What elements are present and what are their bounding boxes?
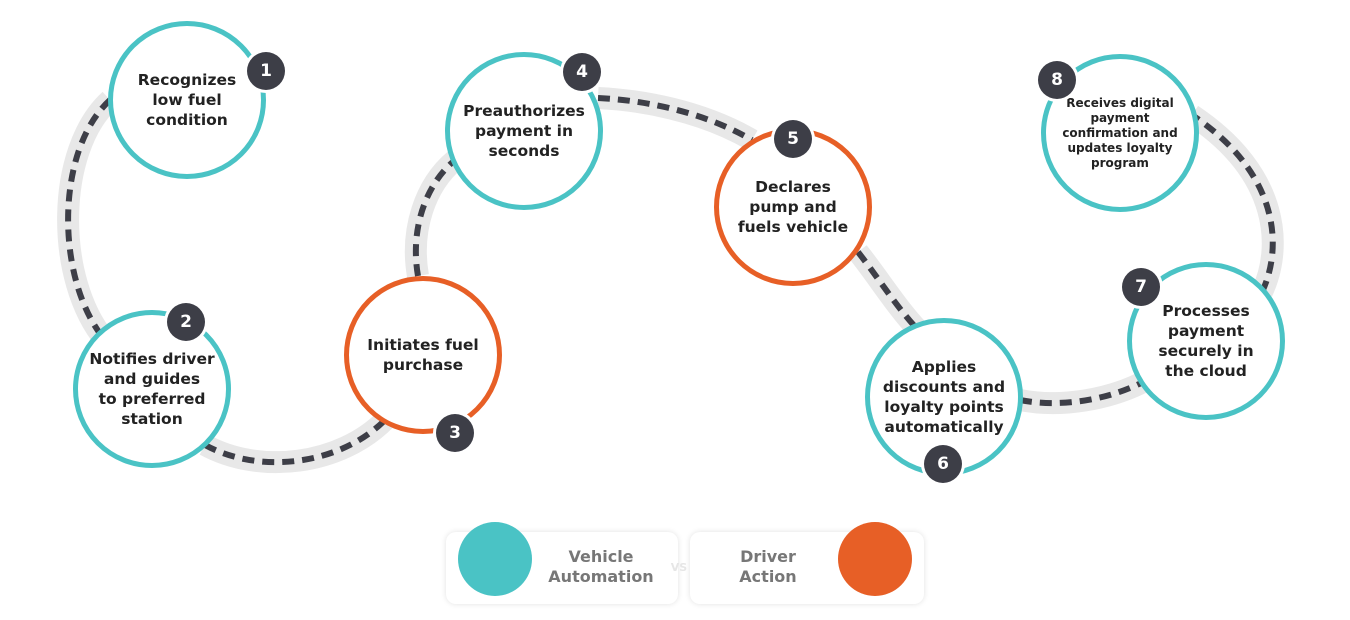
step-1-label-line: low fuel (152, 91, 222, 109)
legend-driver-label: Driver Action (716, 547, 820, 587)
step-2-label-line: station (121, 410, 183, 428)
step-6-label-line: loyalty points (884, 398, 1004, 416)
step-4-badge: 4 (563, 53, 601, 91)
step-7-label-line: Processes (1162, 302, 1250, 320)
step-6-label: Applies discounts and loyalty points automa… (875, 357, 1013, 437)
road-segment-1 (57, 91, 118, 348)
legend-vehicle-line-2: Automation (548, 567, 654, 586)
step-2-label: Notifies driver and guides to preferred sta… (81, 349, 222, 429)
step-2-badge: 2 (167, 303, 205, 341)
step-5-label: Declares pump and fuels vehicle (730, 177, 856, 237)
step-6-label-line: discounts and (882, 378, 1006, 396)
step-7-badge: 7 (1122, 268, 1160, 306)
step-1-label: Recognizes low fuel condition (130, 70, 245, 130)
step-8-label-line: Receives digital (1066, 95, 1174, 110)
legend-vehicle-swatch (458, 522, 532, 596)
legend-vehicle-label: Vehicle Automation (545, 547, 657, 587)
road-dash-2 (203, 417, 388, 466)
legend-driver-line-2: Action (739, 567, 797, 586)
step-5-label-line: Declares (755, 178, 831, 196)
road-dash-4 (597, 95, 754, 143)
step-3-circle: Initiates fuel purchase (344, 276, 502, 434)
step-2-label-line: to preferred (98, 390, 206, 408)
road-dash-5 (855, 250, 921, 333)
step-4-label-line: Preauthorizes (463, 102, 585, 120)
step-8-label-line: confirmation and (1062, 125, 1178, 140)
road-segment-4 (597, 87, 758, 150)
legend-separator: VS (670, 561, 688, 574)
road-dash-3 (412, 157, 457, 277)
step-8-label-line: program (1091, 155, 1149, 170)
step-1-label-line: condition (146, 111, 228, 129)
legend-driver-swatch (838, 522, 912, 596)
step-3-label-line: Initiates fuel (367, 336, 479, 354)
step-8-label-line: updates loyalty (1067, 140, 1173, 155)
road-dash-7 (1190, 112, 1276, 294)
step-2-label-line: Notifies driver (89, 350, 215, 368)
step-7-label-line: the cloud (1165, 362, 1247, 380)
step-7-label: Processes payment securely in the cloud (1150, 301, 1261, 381)
step-6-label-line: Applies (911, 358, 977, 376)
step-1-circle: Recognizes low fuel condition (108, 21, 266, 179)
step-8-badge: 8 (1038, 61, 1076, 99)
step-5-badge: 5 (774, 120, 812, 158)
step-5-label-line: pump and (749, 198, 837, 216)
step-6-label-line: automatically (884, 418, 1004, 436)
step-1-label-line: Recognizes (137, 71, 237, 89)
step-7-label-line: securely in (1158, 342, 1254, 360)
step-1-badge: 1 (247, 52, 285, 90)
legend-vehicle-line-1: Vehicle (568, 547, 634, 566)
legend-driver-line-1: Driver (740, 547, 796, 566)
road-dash-6 (1019, 377, 1149, 407)
step-7-label-line: payment (1167, 322, 1245, 340)
step-2-label-line: and guides (103, 370, 201, 388)
step-3-label: Initiates fuel purchase (359, 335, 486, 375)
step-3-badge: 3 (436, 414, 474, 452)
step-2-circle: Notifies driver and guides to preferred sta… (73, 310, 231, 468)
step-8-label-line: payment (1090, 110, 1150, 125)
step-4-label-line: seconds (488, 142, 560, 160)
road-dash-1 (65, 97, 113, 342)
step-4-label-line: payment in (474, 122, 574, 140)
step-6-badge: 6 (924, 445, 962, 483)
step-3-label-line: purchase (382, 356, 464, 374)
step-5-label-line: fuels vehicle (737, 218, 849, 236)
step-4-label: Preauthorizes payment in seconds (455, 101, 593, 161)
